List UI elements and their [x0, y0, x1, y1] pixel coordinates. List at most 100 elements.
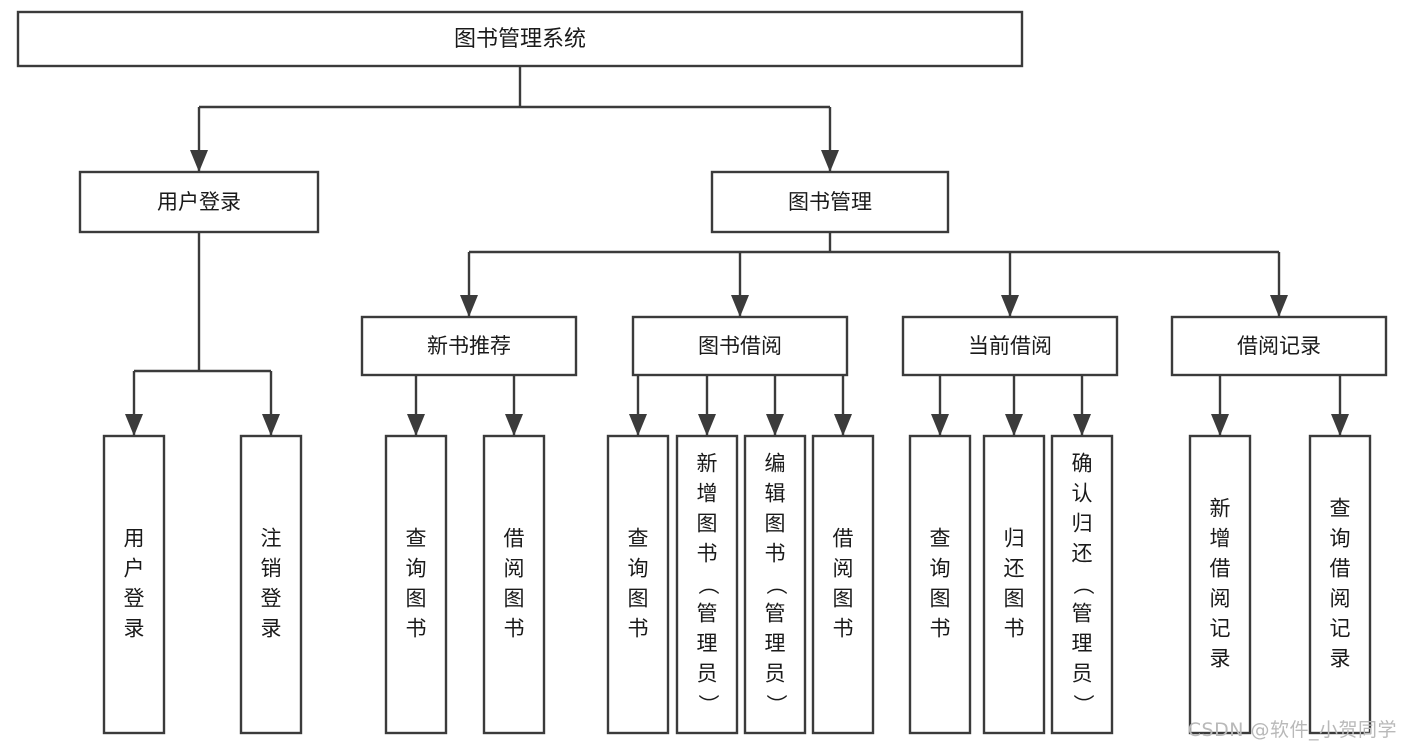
node-box: [982, 434, 1046, 735]
node-label-char: 录: [1210, 647, 1231, 671]
node-box: [908, 434, 972, 735]
arrow-head-icon: [629, 414, 647, 436]
node-label-char: 归: [1072, 512, 1093, 536]
node-new-book-recommend[interactable]: 新书推荐: [360, 315, 578, 377]
node-label-char: 记: [1210, 617, 1231, 641]
node-box: [710, 170, 950, 234]
node-borrow-record[interactable]: 借阅记录: [1170, 315, 1388, 377]
node-label-char: 书: [1004, 617, 1025, 641]
node-label-char: 询: [1330, 527, 1351, 551]
arrow-head-icon: [821, 150, 839, 172]
node-label-char: 理: [697, 632, 718, 656]
node-book-borrow[interactable]: 图书借阅: [631, 315, 849, 377]
node-current-borrow[interactable]: 当前借阅: [901, 315, 1119, 377]
node-label-char: 查: [930, 527, 951, 551]
node-label-char: 确: [1072, 452, 1093, 476]
node-label-char: （: [764, 574, 788, 595]
arrow-head-icon: [698, 414, 716, 436]
node-label-char: 借: [1330, 557, 1351, 581]
node-label: 图书管理: [788, 190, 872, 214]
node-label-char: 图: [697, 512, 718, 536]
node-label-char: 录: [261, 617, 282, 641]
node-label-char: （: [1071, 574, 1095, 595]
node-label-char: 图: [628, 587, 649, 611]
node-label-char: 登: [124, 587, 145, 611]
node-label-char: 阅: [504, 557, 525, 581]
arrow-head-icon: [931, 414, 949, 436]
node-label-char: 询: [930, 557, 951, 581]
node-label-char: 借: [1210, 557, 1231, 581]
node-label-char: 理: [1072, 632, 1093, 656]
node-label-char: 图: [833, 587, 854, 611]
node-layer: 图书管理系统用户登录图书管理新书推荐图书借阅当前借阅借阅记录用户登录注销登录查询…: [16, 10, 1388, 735]
node-label-char: 图: [504, 587, 525, 611]
arrow-head-icon: [1331, 414, 1349, 436]
node-label-char: 员: [1072, 662, 1093, 686]
node-box: [78, 170, 320, 234]
node-box: [631, 315, 849, 377]
node-label-char: 销: [261, 557, 282, 581]
node-label-char: 查: [406, 527, 427, 551]
node-label-char: 新: [1210, 497, 1231, 521]
node-box: [811, 434, 875, 735]
arrow-head-icon: [505, 414, 523, 436]
node-book-manage[interactable]: 图书管理: [710, 170, 950, 234]
node-label-char: 图: [406, 587, 427, 611]
node-label-char: 户: [124, 557, 145, 581]
node-box: [360, 315, 578, 377]
node-label-char: 辑: [765, 482, 786, 506]
node-label-char: 归: [1004, 527, 1025, 551]
node-label-char: 新: [697, 452, 718, 476]
node-label-char: 书: [930, 617, 951, 641]
node-label-char: 询: [406, 557, 427, 581]
node-label-char: 图: [930, 587, 951, 611]
node-box: [239, 434, 303, 735]
node-label-char: 编: [765, 452, 786, 476]
node-leaf-user-login[interactable]: 用户登录: [102, 434, 166, 735]
node-label-char: 登: [261, 587, 282, 611]
node-label-char: 阅: [833, 557, 854, 581]
arrow-head-icon: [1211, 414, 1229, 436]
node-label: 借阅记录: [1237, 334, 1321, 358]
node-root[interactable]: 图书管理系统: [16, 10, 1024, 68]
node-box: [384, 434, 448, 735]
node-user-login[interactable]: 用户登录: [78, 170, 320, 234]
node-label-char: 注: [261, 527, 282, 551]
arrow-head-icon: [262, 414, 280, 436]
node-label-char: 书: [697, 542, 718, 566]
arrow-head-icon: [190, 150, 208, 172]
node-label-char: 书: [406, 617, 427, 641]
node-label-char: 书: [765, 542, 786, 566]
node-label: 新书推荐: [427, 334, 511, 358]
node-label-char: 理: [765, 632, 786, 656]
arrow-head-icon: [1270, 295, 1288, 317]
node-label-char: 借: [833, 527, 854, 551]
node-label-char: 用: [124, 527, 145, 551]
node-box: [743, 434, 807, 735]
node-box: [1188, 434, 1252, 735]
arrow-head-icon: [1005, 414, 1023, 436]
node-label-char: 询: [628, 557, 649, 581]
arrow-head-icon: [834, 414, 852, 436]
node-label-char: 增: [1210, 527, 1231, 551]
node-box: [901, 315, 1119, 377]
node-label-char: 录: [1330, 647, 1351, 671]
node-label-char: 管: [765, 602, 786, 626]
node-label-char: ）: [1071, 694, 1095, 715]
node-label-char: 员: [697, 662, 718, 686]
node-box: [1308, 434, 1372, 735]
arrow-head-icon: [731, 295, 749, 317]
